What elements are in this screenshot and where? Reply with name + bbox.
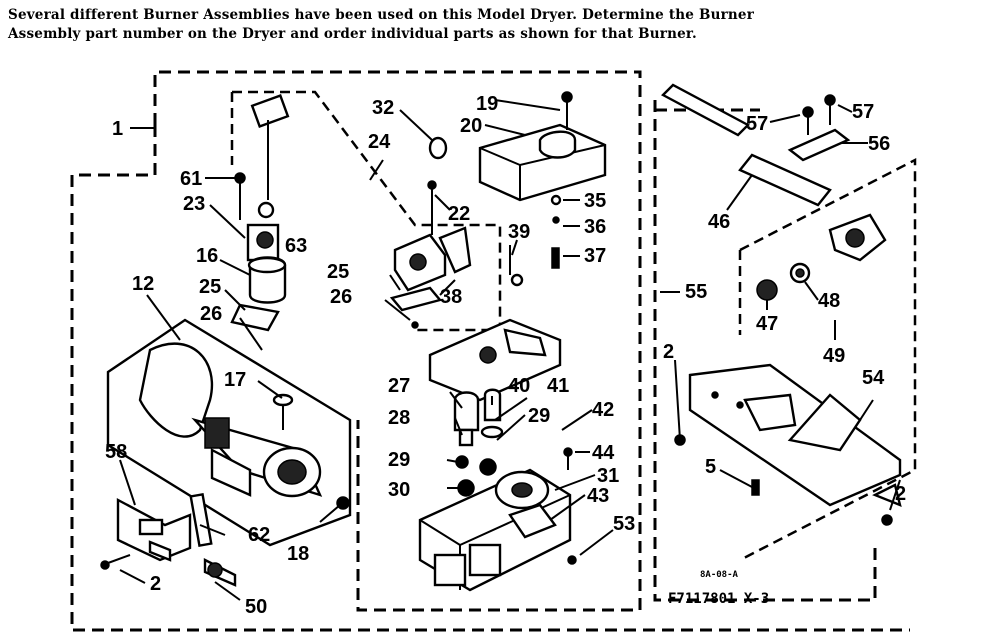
label-57a: 57	[746, 113, 768, 135]
label-2a: 2	[150, 573, 161, 595]
label-31: 31	[597, 465, 619, 487]
screw-17	[272, 393, 294, 430]
label-25a: 25	[199, 276, 221, 298]
label-29a: 29	[388, 449, 410, 471]
coil-16	[230, 93, 290, 332]
label-24: 24	[368, 131, 391, 153]
label-56: 56	[868, 133, 890, 155]
label-25b: 25	[327, 261, 349, 283]
label-54: 54	[862, 367, 885, 389]
mounting-bracket-54	[674, 363, 902, 526]
label-2c: 2	[895, 483, 906, 505]
label-48: 48	[818, 290, 840, 312]
flame-sensor-58	[116, 498, 192, 562]
label-5: 5	[705, 456, 716, 478]
solenoid-coil-20	[478, 91, 607, 202]
label-37: 37	[584, 245, 606, 267]
gas-valve	[418, 318, 577, 592]
part-39	[509, 245, 524, 287]
part-labels: 1 12 61 23 63 16 25 26 17 58 62 18 2 50 …	[105, 93, 906, 618]
label-28: 28	[388, 407, 410, 429]
label-38: 38	[440, 286, 462, 308]
code-small: 8A-08-A	[700, 570, 739, 580]
label-35: 35	[584, 190, 606, 212]
label-18: 18	[287, 543, 309, 565]
label-46: 46	[708, 211, 730, 233]
label-26b: 26	[330, 286, 352, 308]
outline-main-lower	[70, 125, 910, 632]
label-36: 36	[584, 216, 606, 238]
leader-lines	[119, 99, 901, 601]
shim-25-26	[389, 286, 443, 329]
label-61: 61	[180, 168, 202, 190]
label-57b: 57	[852, 101, 874, 123]
part-62	[189, 492, 213, 548]
label-23: 23	[183, 193, 205, 215]
part-32	[428, 136, 448, 160]
burner-tube	[106, 318, 352, 547]
label-12: 12	[132, 273, 154, 295]
outline-bracket-assembly	[653, 100, 877, 602]
label-49: 49	[823, 345, 845, 367]
label-1: 1	[112, 118, 123, 140]
label-55: 55	[685, 281, 707, 303]
label-30: 30	[388, 479, 410, 501]
label-53: 53	[613, 513, 635, 535]
label-47: 47	[756, 313, 778, 335]
label-44: 44	[592, 442, 615, 464]
label-20: 20	[460, 115, 482, 137]
label-39: 39	[508, 221, 530, 243]
coil-bracket-22	[393, 180, 472, 292]
label-16: 16	[196, 245, 218, 267]
label-22: 22	[448, 203, 470, 225]
label-32: 32	[372, 97, 394, 119]
part-50	[203, 558, 237, 587]
label-58: 58	[105, 441, 127, 463]
label-26a: 26	[200, 303, 222, 325]
tube-part	[661, 83, 851, 207]
label-42: 42	[592, 399, 614, 421]
label-27: 27	[388, 375, 410, 397]
label-40: 40	[508, 375, 530, 397]
label-62: 62	[248, 524, 270, 546]
instructions-header: Several different Burner Assemblies have…	[8, 6, 993, 44]
label-41: 41	[547, 375, 569, 397]
outline-main-assembly	[153, 70, 642, 612]
label-63: 63	[285, 235, 307, 257]
diagram-code: F7117801 X-3	[668, 591, 769, 607]
instructions-line-2: Assembly part number on the Dryer and or…	[8, 26, 697, 42]
label-43: 43	[587, 485, 609, 507]
instructions-line-1: Several different Burner Assemblies have…	[8, 7, 755, 23]
parts-35-36-37	[550, 194, 562, 269]
ignitor-components	[756, 213, 887, 301]
outline-ignitor-plate	[739, 157, 917, 562]
label-19: 19	[476, 93, 498, 115]
label-50: 50	[245, 596, 267, 618]
screws-2	[100, 554, 131, 570]
label-2b: 2	[663, 341, 674, 363]
label-17: 17	[224, 369, 246, 391]
label-29b: 29	[528, 405, 550, 427]
